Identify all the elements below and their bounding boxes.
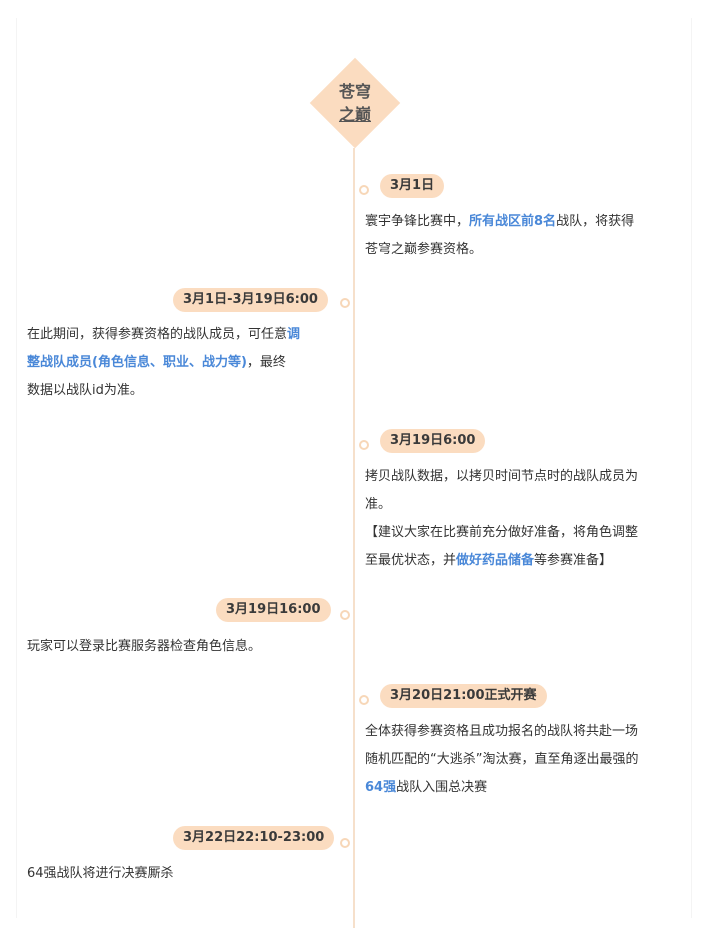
- timeline-axis: [353, 148, 355, 928]
- highlight-text: 所有战区前8名: [469, 214, 557, 229]
- text-segment: 在此期间，获得参赛资格的战队成员，可任意: [27, 327, 288, 342]
- event-text: 拷贝战队数据，以拷贝时间节点时的战队成员为 准。 【建议大家在比赛前充分做好准备…: [365, 463, 685, 575]
- timeline-title: 苍穹 之巅: [310, 80, 400, 126]
- text-segment: 准。: [365, 497, 392, 512]
- timeline-dot: [340, 838, 350, 848]
- date-pill: 3月1日: [380, 174, 445, 198]
- text-segment: 拷贝战队数据，以拷贝时间节点时的战队成员为: [365, 469, 639, 484]
- timeline-dot: [340, 610, 350, 620]
- timeline-dot: [359, 695, 369, 705]
- frame-right-border: [691, 18, 692, 918]
- highlight-text: 64强: [365, 780, 397, 795]
- text-segment: 战队入围总决赛: [396, 780, 488, 795]
- text-segment: 全体获得参赛资格且成功报名的战队将共赴一场: [365, 724, 639, 739]
- highlight-text: 整战队成员(角色信息、职业、战力等): [27, 355, 247, 370]
- text-segment: 数据以战队id为准。: [27, 383, 143, 398]
- frame-left-border: [16, 18, 17, 918]
- text-segment: 战队，将获得: [556, 214, 635, 229]
- title-diamond: 苍穹 之巅: [309, 57, 401, 149]
- highlight-text: 做好药品储备: [456, 553, 535, 568]
- text-segment: 玩家可以登录比赛服务器检查角色信息。: [27, 639, 262, 654]
- text-segment: ，最终: [246, 355, 286, 370]
- text-segment: 寰宇争锋比赛中，: [365, 214, 470, 229]
- timeline-dot: [359, 185, 369, 195]
- text-segment: 64强战队将进行决赛厮杀: [27, 866, 174, 881]
- text-segment: 随机匹配的“大逃杀”淘汰赛，直至角逐出最强的: [365, 752, 639, 767]
- date-pill: 3月20日21:00正式开赛: [380, 684, 547, 708]
- event-text: 全体获得参赛资格且成功报名的战队将共赴一场 随机匹配的“大逃杀”淘汰赛，直至角逐…: [365, 718, 685, 802]
- timeline-dot: [359, 440, 369, 450]
- date-pill: 3月19日16:00: [216, 598, 331, 622]
- event-text: 玩家可以登录比赛服务器检查角色信息。: [27, 633, 347, 661]
- event-text: 在此期间，获得参赛资格的战队成员，可任意调 整战队成员(角色信息、职业、战力等)…: [27, 321, 347, 405]
- text-segment: 至最优状态，并: [365, 553, 457, 568]
- text-segment: 苍穹之巅参赛资格。: [365, 242, 483, 257]
- event-text: 寰宇争锋比赛中，所有战区前8名战队，将获得 苍穹之巅参赛资格。: [365, 208, 685, 264]
- date-pill: 3月1日-3月19日6:00: [173, 288, 328, 312]
- date-pill: 3月19日6:00: [380, 429, 486, 453]
- highlight-text: 调: [287, 327, 301, 342]
- date-pill: 3月22日22:10-23:00: [173, 826, 335, 850]
- text-segment: 等参赛准备】: [534, 553, 613, 568]
- text-segment: 【建议大家在比赛前充分做好准备，将角色调整: [365, 525, 639, 540]
- timeline-dot: [340, 298, 350, 308]
- event-text: 64强战队将进行决赛厮杀: [27, 860, 347, 888]
- title-line-1: 苍穹: [338, 82, 371, 101]
- title-line-2: 之巅: [338, 105, 371, 124]
